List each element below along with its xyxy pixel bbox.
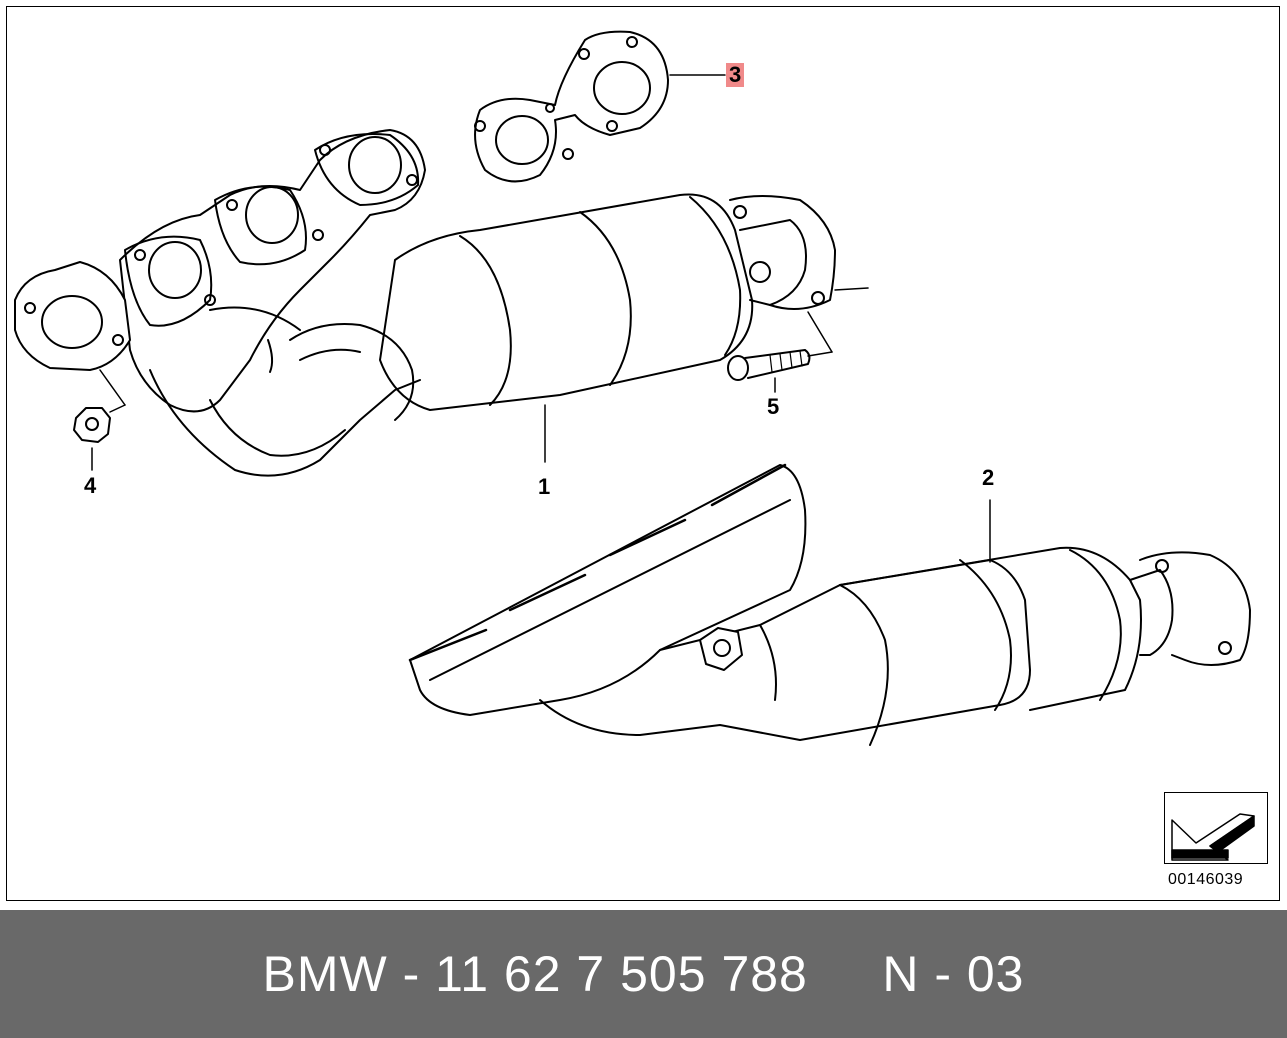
- footer-bar: BMW - 11 62 7 505 788 N - 03: [0, 910, 1287, 1038]
- nut-part-4[interactable]: [73, 407, 111, 471]
- manifold-part-2[interactable]: [408, 463, 1251, 746]
- callout-4[interactable]: 4: [84, 473, 97, 498]
- part-number-label: BMW - 11 62 7 505 788 N - 03: [262, 946, 1025, 1002]
- callout-2[interactable]: 2: [982, 465, 995, 490]
- bolt-part-5[interactable]: [727, 311, 833, 393]
- parts-drawing: [14, 30, 1255, 861]
- manifold-part-1[interactable]: [14, 129, 869, 477]
- diagram-frame: [6, 6, 1280, 901]
- callout-1[interactable]: 1: [538, 474, 551, 499]
- view-arrow-icon: [1171, 813, 1255, 861]
- gasket-part-3[interactable]: [474, 30, 726, 183]
- reference-code: 00146039: [1168, 871, 1244, 888]
- view-arrow-box: [1164, 792, 1268, 864]
- callout-3[interactable]: 3: [726, 63, 745, 87]
- callout-5[interactable]: 5: [767, 394, 780, 419]
